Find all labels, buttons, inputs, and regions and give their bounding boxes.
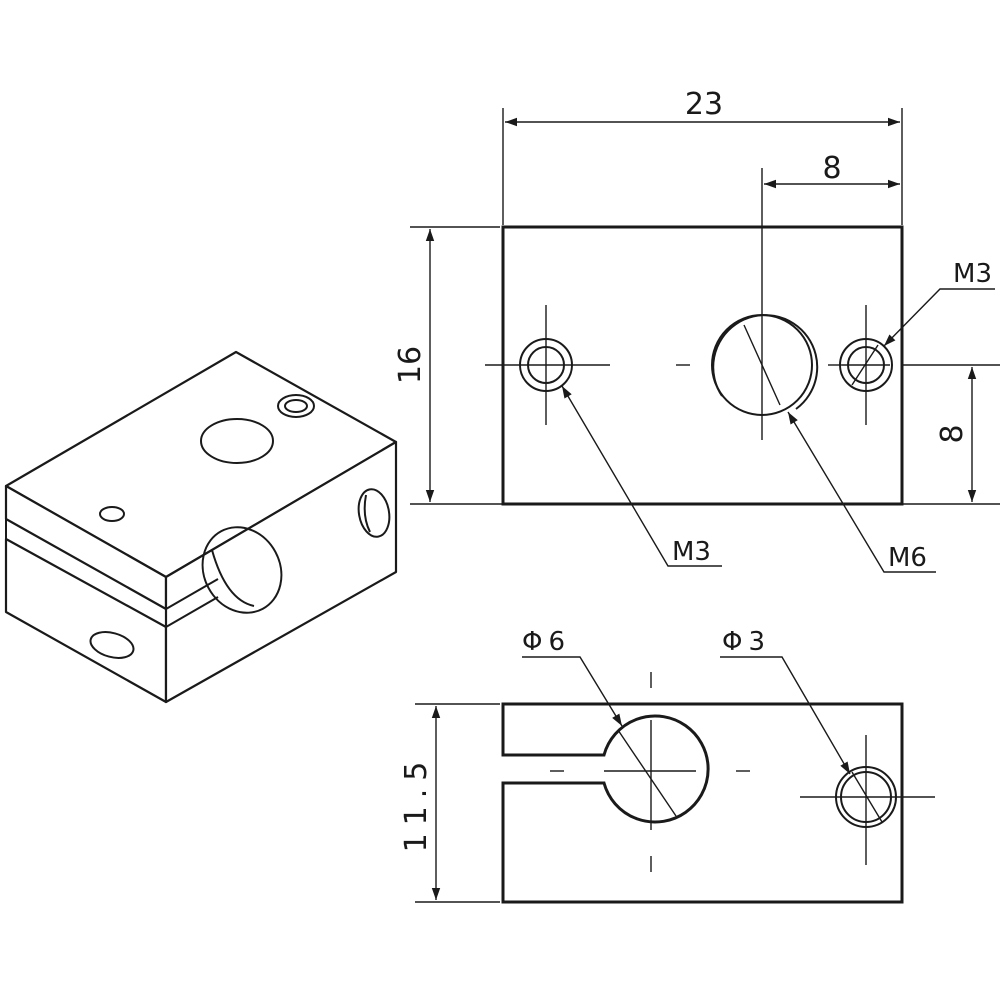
leader-m3-right: [883, 288, 995, 347]
callout-m3-left: M3: [672, 537, 711, 567]
dim-side-height-label: 11.5: [399, 754, 434, 853]
top-view: 23 8 16 8 M3 M3: [393, 87, 1000, 573]
leader-m6: [787, 411, 936, 573]
side-view-outline: [501, 702, 904, 904]
side-bore-hatch: [617, 729, 677, 817]
side-hole-hatch: [851, 771, 883, 823]
callout-phi6: Φ6: [522, 627, 571, 657]
isometric-side-hole-3mm: [357, 488, 391, 538]
isometric-bore-inner: [211, 549, 255, 607]
top-m6-thread-arc: [712, 314, 819, 410]
dim-offset-vertical-label: 8: [935, 424, 970, 443]
dim-offset-horizontal-label: 8: [822, 151, 841, 186]
isometric-m3-hole-front: [99, 506, 125, 522]
isometric-m3-hole-rear: [277, 394, 315, 418]
side-view: 11.5 Φ6 Φ3: [399, 627, 935, 904]
top-m6-hatch: [743, 324, 781, 406]
isometric-m6-hole: [200, 418, 274, 464]
leader-phi6: [522, 656, 623, 727]
dim-width-label: 23: [685, 87, 723, 122]
leader-phi3: [720, 656, 851, 775]
isometric-view: [4, 350, 398, 704]
callout-phi3: Φ3: [722, 627, 771, 657]
slot-edge-upper: [165, 578, 219, 610]
leader-m3-left: [561, 385, 722, 567]
isometric-side-hole-inner: [363, 494, 371, 533]
callout-m3-right: M3: [953, 259, 992, 289]
slot-edge-lower: [165, 596, 219, 628]
isometric-m3-hole-rear-inner: [284, 399, 308, 413]
isometric-front-hole: [89, 631, 135, 659]
top-m3-right-hatch: [851, 344, 879, 386]
callout-m6: M6: [888, 543, 927, 573]
dim-height-label: 16: [393, 346, 428, 384]
isometric-bore-6mm: [201, 526, 283, 614]
